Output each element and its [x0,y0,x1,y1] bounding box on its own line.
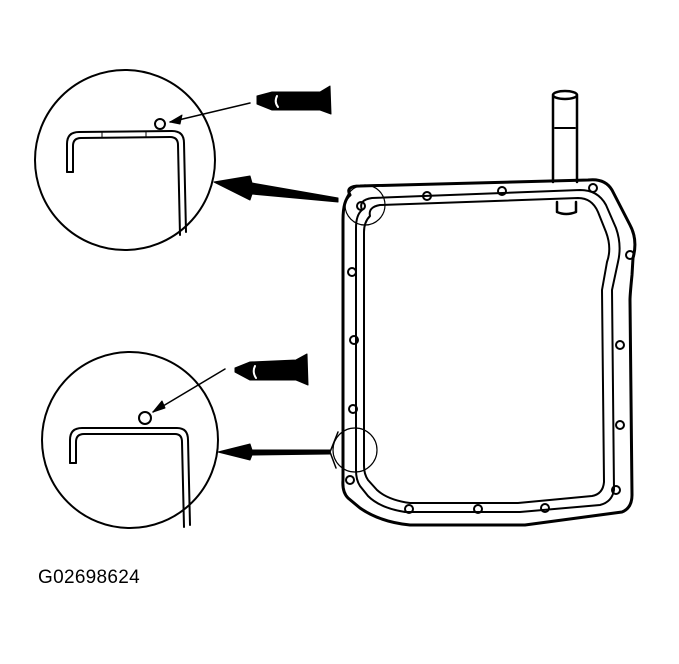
sealant-bead-upper [154,118,166,130]
lower-detail-view [41,351,219,529]
sealant-bead-lower [138,411,152,425]
arrow-lower [217,431,339,469]
upper-detail-view [34,69,216,251]
sealant-tube-upper-icon [169,85,332,125]
figure-id-caption: G02698624 [38,567,141,588]
sealant-tube-lower-icon [152,353,309,413]
arrow-upper [213,175,339,203]
oil-pan [332,89,637,527]
